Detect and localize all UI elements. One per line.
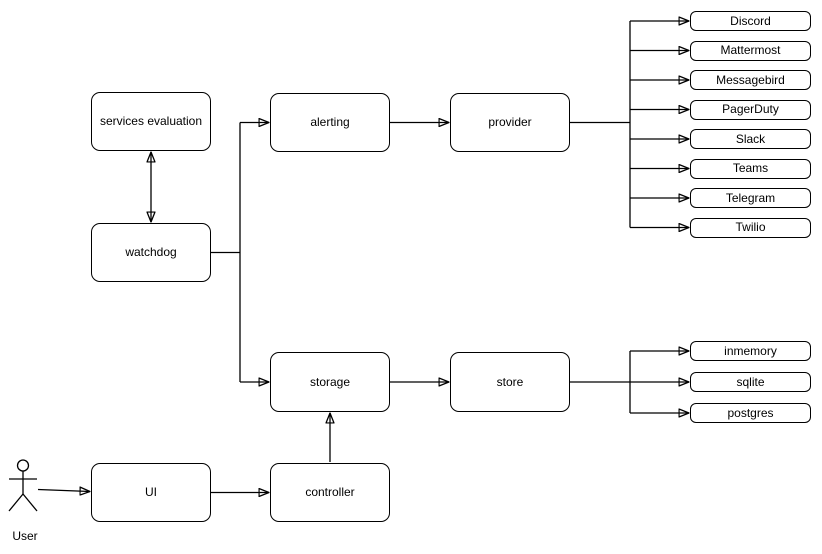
- node-controller: controller: [270, 463, 390, 522]
- edge-user-ui: [37, 490, 90, 492]
- node-provider-teams: Teams: [690, 158, 811, 179]
- node-store-sqlite: sqlite: [690, 372, 811, 392]
- node-services-evaluation: services evaluation: [91, 92, 211, 151]
- node-store-postgres: postgres: [690, 403, 811, 423]
- node-provider-twilio: Twilio: [690, 217, 811, 238]
- node-provider-messagebird: Messagebird: [690, 70, 811, 90]
- user-actor-icon: [8, 459, 38, 512]
- user-actor-label: User: [12, 529, 38, 543]
- node-provider: provider: [450, 93, 570, 152]
- node-ui: UI: [91, 463, 211, 522]
- node-provider-mattermost: Mattermost: [690, 40, 811, 61]
- node-storage: storage: [270, 352, 390, 412]
- node-alerting: alerting: [270, 93, 390, 152]
- node-provider-pagerduty: PagerDuty: [690, 99, 811, 120]
- node-provider-discord: Discord: [690, 11, 811, 31]
- node-watchdog: watchdog: [91, 223, 211, 282]
- node-store-inmemory: inmemory: [690, 341, 811, 361]
- node-provider-slack: Slack: [690, 129, 811, 149]
- node-store: store: [450, 352, 570, 412]
- node-provider-telegram: Telegram: [690, 188, 811, 208]
